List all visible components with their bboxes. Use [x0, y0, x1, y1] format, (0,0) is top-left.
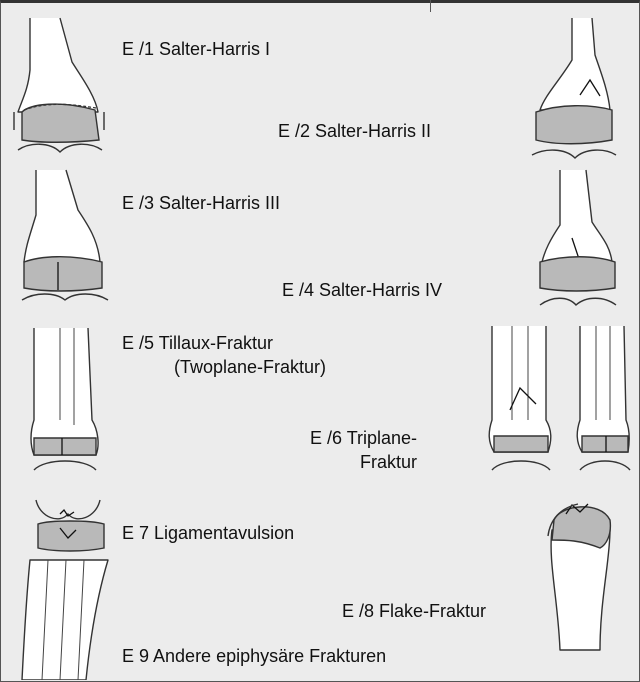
illustration-triplane	[489, 326, 630, 470]
label-e6-line1: E /6 Triplane-	[310, 427, 417, 449]
illustration-tillaux	[31, 328, 98, 470]
illustration-salter-harris-2	[532, 18, 616, 158]
illustration-salter-harris-3	[22, 170, 108, 300]
label-e6-line2: Fraktur	[360, 451, 417, 473]
label-e7: E 7 Ligamentavulsion	[122, 522, 294, 544]
label-e9: E 9 Andere epiphysäre Frakturen	[122, 645, 386, 667]
illustration-flake	[548, 504, 610, 650]
label-e3: E /3 Salter-Harris III	[122, 192, 280, 214]
label-e5-line2: (Twoplane-Fraktur)	[174, 356, 326, 378]
label-e1: E /1 Salter-Harris I	[122, 38, 270, 60]
label-e5-line1: E /5 Tillaux-Fraktur	[122, 332, 273, 354]
label-e4: E /4 Salter-Harris IV	[282, 279, 442, 301]
illustration-salter-harris-1	[14, 18, 104, 152]
label-e2: E /2 Salter-Harris II	[278, 120, 431, 142]
label-e8: E /8 Flake-Fraktur	[342, 600, 486, 622]
illustration-ligament-avulsion	[22, 500, 108, 680]
illustration-salter-harris-4	[540, 170, 616, 305]
